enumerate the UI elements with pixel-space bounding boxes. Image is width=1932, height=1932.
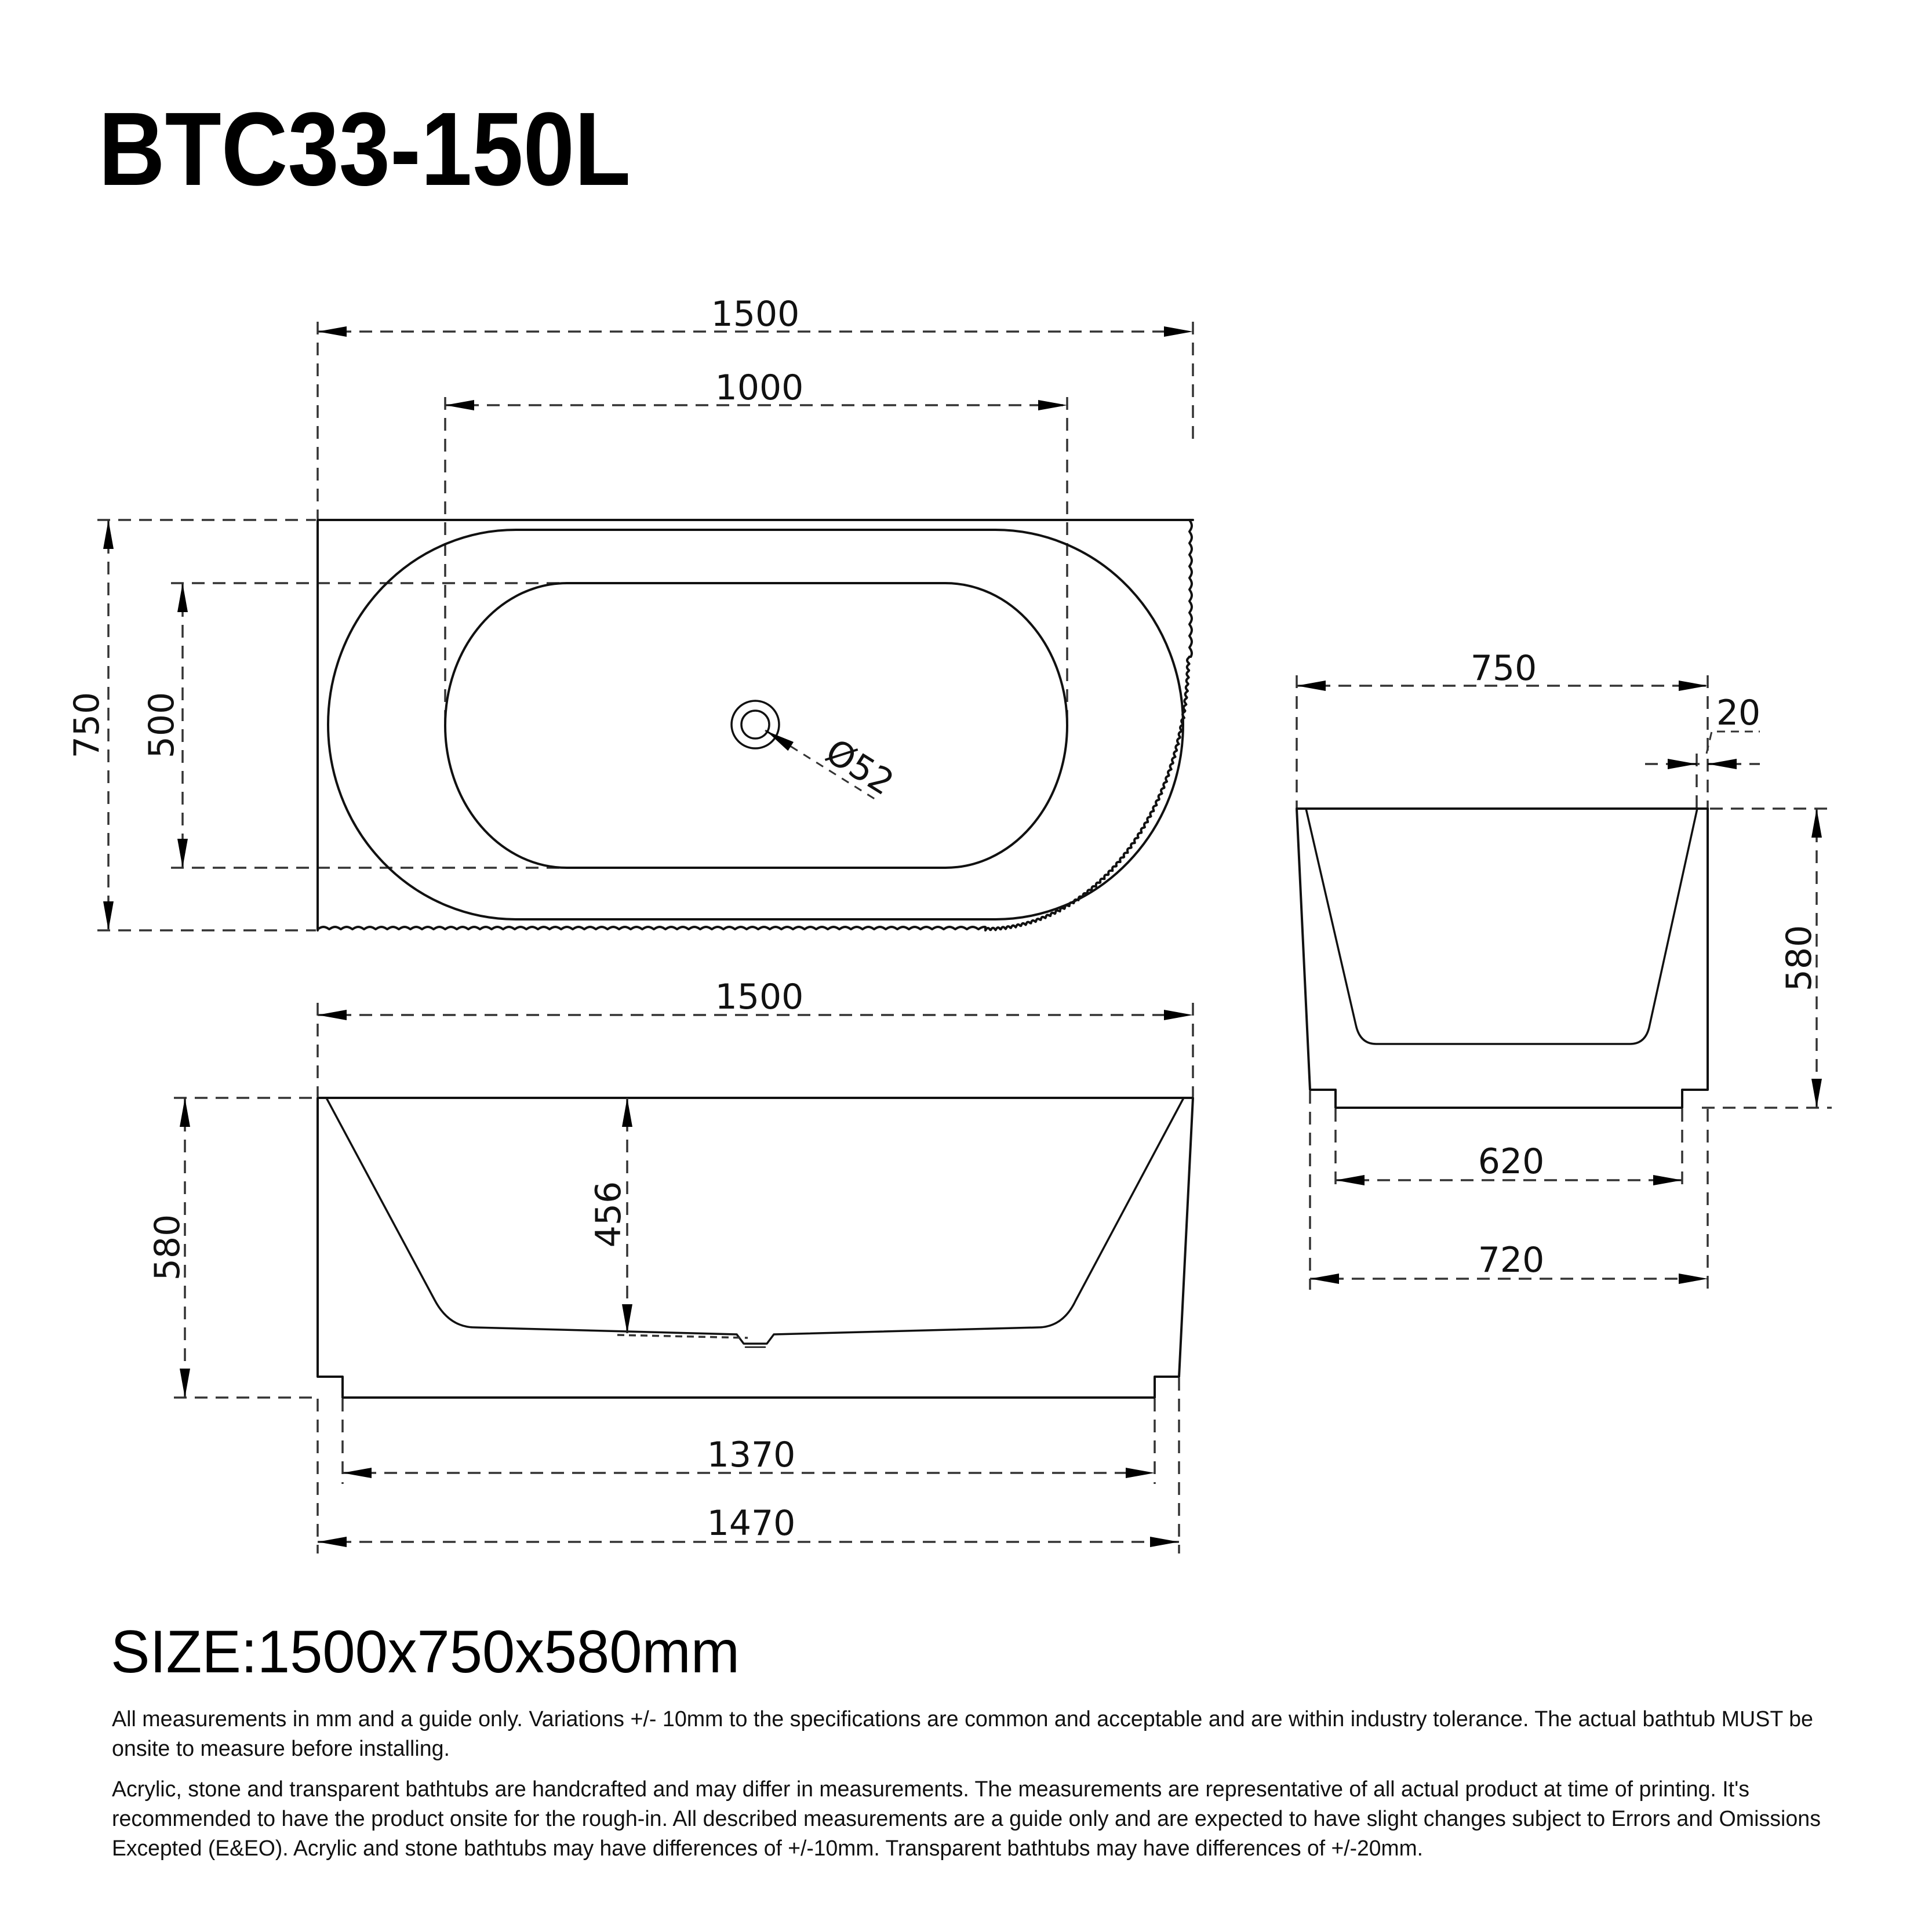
drain-icon [730, 700, 780, 749]
product-title: BTC33-150L [99, 91, 631, 208]
end-body-outline [1296, 807, 1709, 1109]
dim-label-front-depth: 456 [588, 1181, 629, 1248]
dim-label-plan-inner-length: 1000 [715, 368, 804, 408]
note-line: onsite to measure before installing. [112, 1737, 450, 1761]
dim-label-plan-width: 750 [67, 692, 107, 759]
plan-outline [316, 519, 1194, 932]
plan-inner-basin [444, 582, 1068, 869]
dim-label-end-height: 580 [1779, 925, 1820, 992]
end-view: 750 20 580 620 720 [1296, 648, 1832, 1290]
dim-label-front-length: 1500 [715, 977, 804, 1017]
disclaimer-notes: All measurements in mm and a guide only.… [112, 1707, 1821, 1861]
note-line: Excepted (E&EO). Acrylic and stone batht… [112, 1836, 1423, 1861]
plan-outer-rim [327, 529, 1184, 920]
dim-label-front-base: 1370 [707, 1435, 796, 1475]
dim-label-plan-inner-width: 500 [141, 692, 182, 759]
plan-wavy-edge [316, 519, 1193, 932]
plan-view: 1500 1000 750 500 Ø52 [67, 294, 1194, 932]
front-body-outline [316, 1097, 1194, 1399]
note-line: recommended to have the product onsite f… [112, 1807, 1821, 1831]
front-basin-profile [325, 1097, 1185, 1345]
dim-label-front-height: 580 [147, 1214, 188, 1281]
end-basin-profile [1305, 807, 1698, 1045]
dim-label-end-rim: 20 [1716, 693, 1760, 733]
front-view: 1500 580 456 1370 1470 [147, 977, 1194, 1553]
note-line: All measurements in mm and a guide only.… [112, 1707, 1813, 1731]
dim-label-drain-diameter: Ø52 [818, 731, 901, 803]
dim-label-end-bottom: 720 [1478, 1240, 1545, 1280]
dim-label-end-base: 620 [1478, 1141, 1545, 1182]
size-label: SIZE:1500x750x580mm [111, 1618, 740, 1686]
dim-label-front-bottom: 1470 [707, 1503, 796, 1544]
dim-label-plan-length: 1500 [711, 294, 800, 334]
dim-label-end-width: 750 [1471, 648, 1537, 689]
note-line: Acrylic, stone and transparent bathtubs … [112, 1777, 1749, 1802]
